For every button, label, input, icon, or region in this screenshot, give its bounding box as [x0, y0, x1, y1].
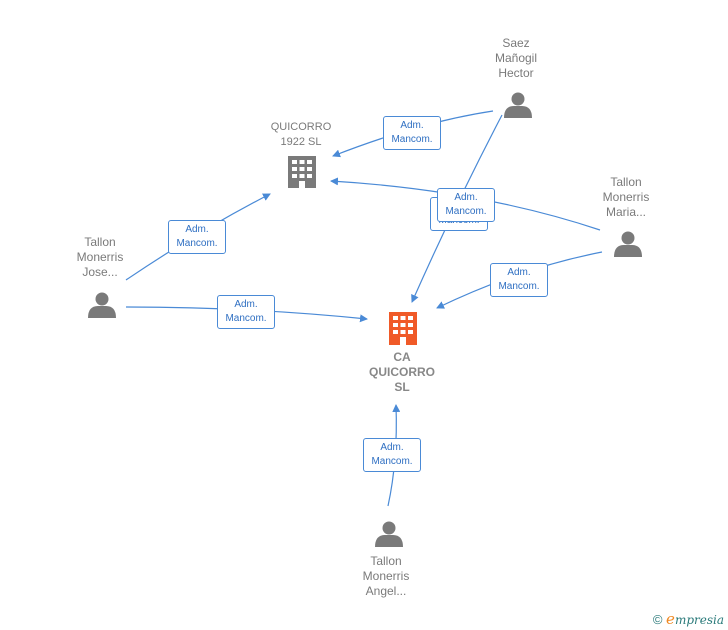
edge-label-saez-quicorro1922: Adm.Mancom. — [383, 116, 441, 150]
copyright-symbol: © — [652, 612, 663, 627]
person-icon-jose — [88, 292, 116, 318]
person-icon-maria — [614, 231, 642, 257]
empresia-brand-text: mpresia — [674, 613, 724, 627]
empresia-e-glyph: e — [666, 610, 675, 628]
node-label-saez: Saez Mañogil Hector — [494, 36, 538, 80]
node-label-maria: Tallon Monerris Maria... — [602, 175, 650, 219]
node-label-jose: Tallon Monerris Jose... — [76, 235, 124, 279]
node-label-ca-quicorro: CA QUICORRO SL — [369, 350, 435, 394]
empresia-logo[interactable]: © empresia — [653, 610, 724, 628]
node-label-quicorro1922: QUICORRO 1922 SL — [270, 121, 332, 148]
node-label-angel: Tallon Monerris Angel... — [362, 554, 410, 598]
person-icon-angel — [375, 521, 403, 547]
person-icon-saez — [504, 92, 532, 118]
edge-label-saez-ca-quicorro: Adm.Mancom. — [437, 188, 495, 222]
edge-label-jose-quicorro1922: Adm.Mancom. — [168, 220, 226, 254]
edge-label-maria-ca-quicorro: Adm.Mancom. — [490, 263, 548, 297]
building-icon-ca-quicorro — [389, 312, 417, 345]
building-icon-quicorro1922 — [288, 156, 316, 188]
edge-label-jose-ca-quicorro: Adm.Mancom. — [217, 295, 275, 329]
edge-label-angel-ca-quicorro: Adm.Mancom. — [363, 438, 421, 472]
